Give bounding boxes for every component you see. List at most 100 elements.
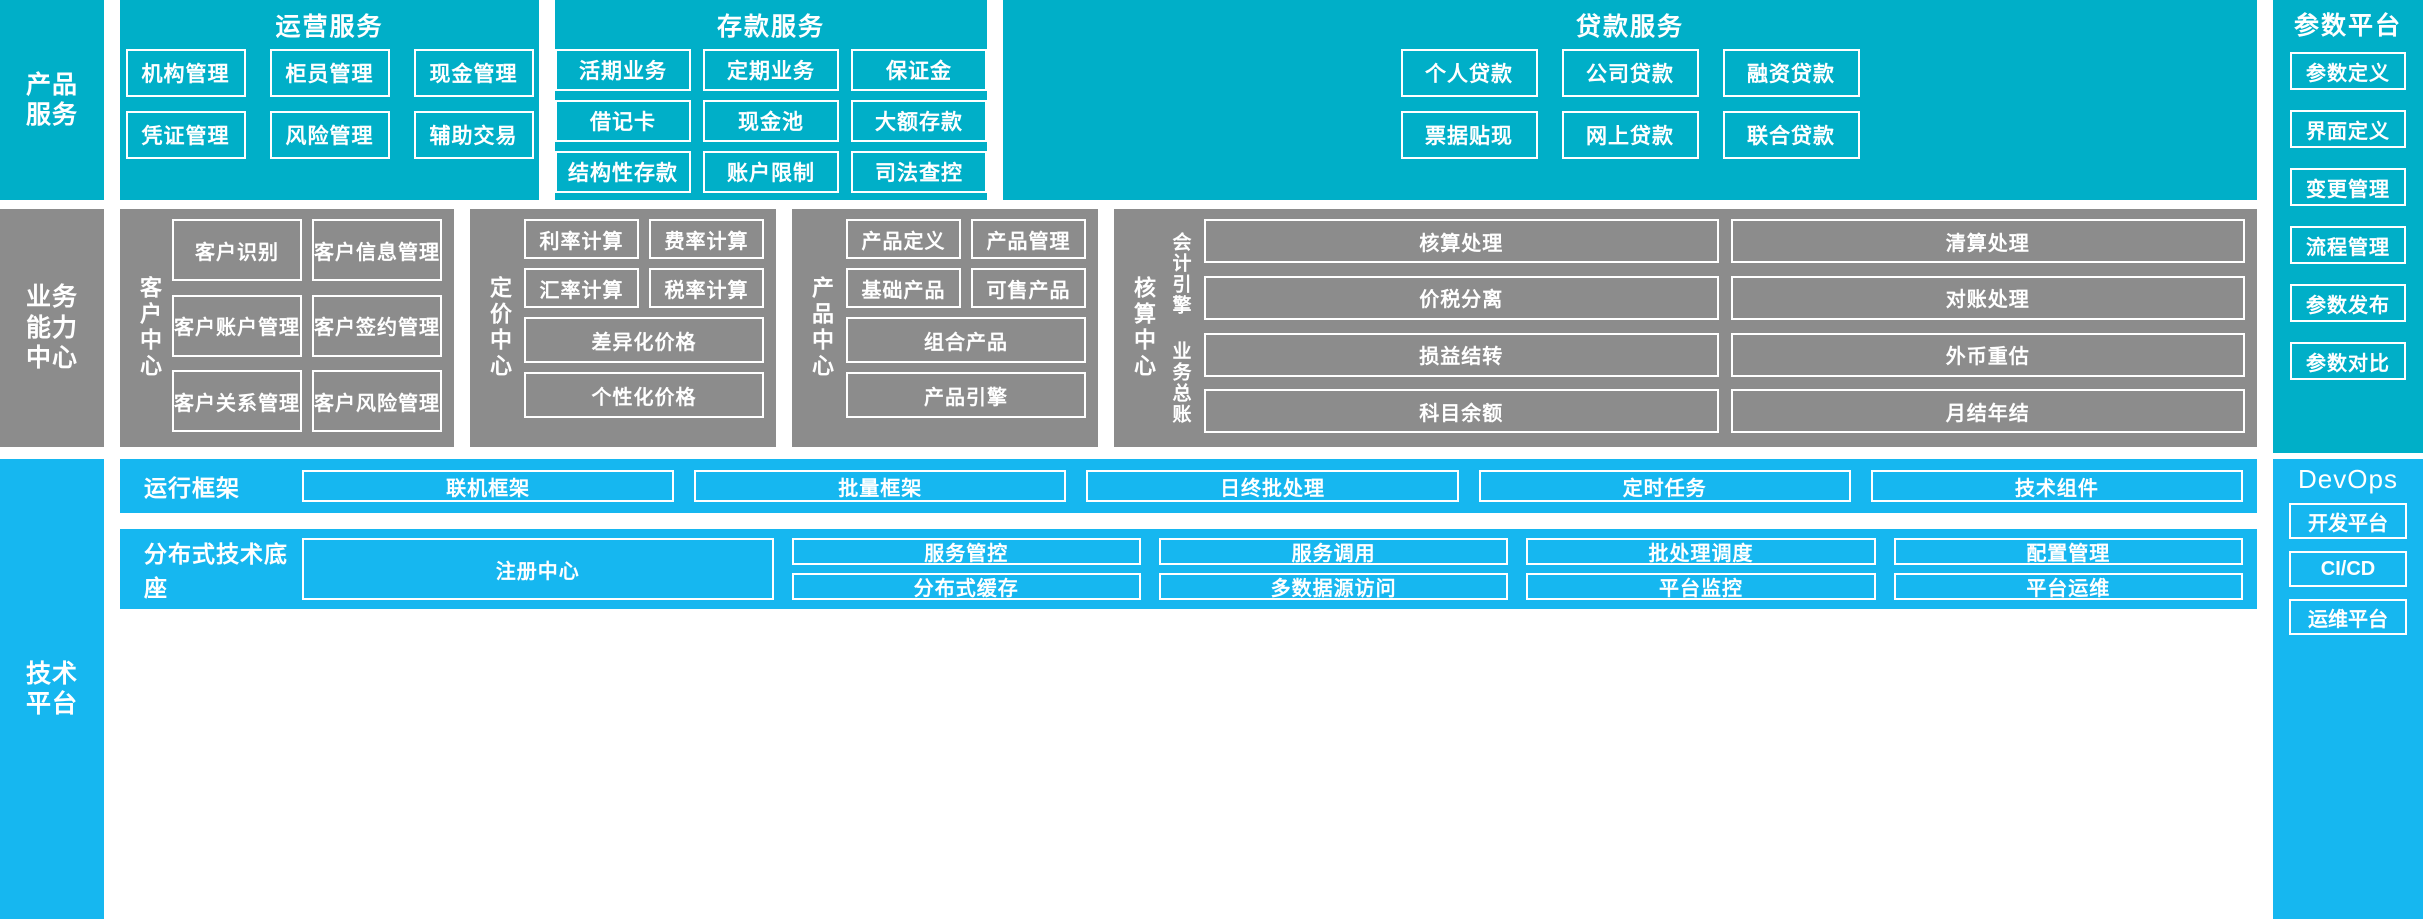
service-cell[interactable]: 联合贷款	[1722, 111, 1860, 159]
capability-cell[interactable]: 客户关系管理	[172, 370, 302, 433]
parameter-cell[interactable]: 界面定义	[2290, 110, 2406, 148]
capability-cell[interactable]: 产品引擎	[846, 372, 1086, 418]
service-cell[interactable]: 融资贷款	[1722, 49, 1860, 97]
foundation-column: 服务管控 分布式缓存	[791, 538, 1141, 600]
center-product: 产品中心 产品定义 产品管理 基础产品 可售产品 组合产品 产品引擎	[792, 209, 1098, 447]
accounting-engine-label: 会计引擎	[1169, 231, 1191, 316]
operations-services-title: 运营服务	[275, 13, 384, 41]
parameter-cell[interactable]: 流程管理	[2290, 226, 2406, 264]
devops-title: DevOps	[2298, 464, 2398, 494]
tech-cell[interactable]: 技术组件	[1870, 470, 2243, 502]
service-cell[interactable]: 机构管理	[125, 49, 246, 97]
capability-cell[interactable]: 外币重估	[1730, 332, 2245, 377]
product-service-rail-label: 产品 服务	[0, 0, 104, 200]
devops-cell[interactable]: 运维平台	[2289, 599, 2407, 635]
panel-runtime-framework: 运行框架 联机框架 批量框架 日终批处理 定时任务 技术组件	[120, 459, 2257, 513]
service-cell[interactable]: 柜员管理	[269, 49, 390, 97]
center-pricing: 定价中心 利率计算 费率计算 汇率计算 税率计算 差异化价格 个性化价格	[470, 209, 776, 447]
capability-cell[interactable]: 利率计算	[524, 219, 639, 259]
pricing-center-stack: 利率计算 费率计算 汇率计算 税率计算 差异化价格 个性化价格	[524, 219, 764, 437]
service-cell[interactable]: 凭证管理	[125, 111, 246, 159]
capability-cell[interactable]: 产品定义	[846, 219, 961, 259]
panel-distributed-foundation: 分布式技术底座 注册中心 服务管控 分布式缓存 服务调用 多数据源访问 批处理调…	[120, 529, 2257, 609]
service-cell[interactable]: 大额存款	[851, 100, 987, 142]
service-cell[interactable]: 公司贷款	[1561, 49, 1699, 97]
service-cell[interactable]: 活期业务	[555, 49, 691, 91]
customer-center-label: 客户中心	[137, 276, 162, 380]
pricing-row-top: 利率计算 费率计算	[524, 219, 764, 259]
capability-cell[interactable]: 客户账户管理	[172, 294, 302, 357]
service-cell[interactable]: 辅助交易	[413, 111, 534, 159]
center-accounting: 核算中心 会计引擎 业务总账 核算处理 清算处理 价税分离 对账处理 损益结转 …	[1114, 209, 2257, 447]
tech-cell[interactable]: 服务调用	[1158, 538, 1509, 565]
service-cell[interactable]: 定期业务	[703, 49, 839, 91]
capability-cell[interactable]: 价税分离	[1204, 275, 1719, 320]
parameter-cell[interactable]: 参数对比	[2290, 342, 2406, 380]
service-cell[interactable]: 现金池	[703, 100, 839, 142]
capability-cell[interactable]: 差异化价格	[524, 317, 764, 363]
service-cell[interactable]: 借记卡	[555, 100, 691, 142]
parameter-platform-title: 参数平台	[2293, 12, 2402, 40]
service-cell[interactable]: 结构性存款	[555, 151, 691, 193]
tech-cell[interactable]: 批处理调度	[1526, 538, 1876, 565]
capability-cell[interactable]: 清算处理	[1730, 219, 2245, 263]
business-capability-layer: 业务 能力 中心 客户中心 客户识别 客户信息管理 客户账户管理 客户签约管理 …	[0, 209, 2257, 447]
capability-cell[interactable]: 核算处理	[1204, 219, 1719, 263]
parameter-cell[interactable]: 参数发布	[2290, 284, 2406, 322]
parameter-cell[interactable]: 参数定义	[2290, 52, 2406, 90]
capability-cell[interactable]: 科目余额	[1204, 389, 1719, 434]
capability-cell[interactable]: 损益结转	[1204, 332, 1719, 377]
tech-cell[interactable]: 批量框架	[694, 470, 1067, 502]
product-row-top: 产品定义 产品管理	[846, 219, 1086, 259]
parameter-cell[interactable]: 变更管理	[2290, 168, 2406, 206]
service-cell[interactable]: 账户限制	[703, 151, 839, 193]
service-cell[interactable]: 保证金	[851, 49, 987, 91]
capability-cell[interactable]: 费率计算	[649, 219, 764, 259]
panel-operations-services: 运营服务 机构管理 柜员管理 现金管理 凭证管理 风险管理 辅助交易	[120, 0, 539, 200]
tech-cell[interactable]: 分布式缓存	[791, 573, 1141, 600]
operations-services-grid: 机构管理 柜员管理 现金管理 凭证管理 风险管理 辅助交易	[125, 49, 534, 159]
technical-platform-rail-text: 技术 平台	[25, 659, 78, 719]
center-customer: 客户中心 客户识别 客户信息管理 客户账户管理 客户签约管理 客户关系管理 客户…	[120, 209, 454, 447]
capability-cell[interactable]: 可售产品	[971, 268, 1086, 308]
deposit-services-grid: 活期业务 定期业务 保证金 借记卡 现金池 大额存款 结构性存款 账户限制 司法…	[555, 49, 987, 193]
capability-cell[interactable]: 客户签约管理	[312, 294, 442, 357]
capability-cell[interactable]: 对账处理	[1730, 275, 2245, 320]
foundation-column: 批处理调度 平台监控	[1526, 538, 1876, 600]
service-cell[interactable]: 司法查控	[851, 151, 987, 193]
foundation-column: 配置管理 平台运维	[1893, 538, 2243, 600]
tech-cell[interactable]: 服务管控	[791, 538, 1141, 565]
capability-cell[interactable]: 个性化价格	[524, 372, 764, 418]
service-cell[interactable]: 现金管理	[413, 49, 534, 97]
capability-cell[interactable]: 客户风险管理	[312, 370, 442, 433]
devops-cell[interactable]: 开发平台	[2289, 503, 2407, 539]
panel-devops: DevOps 开发平台 CI/CD 运维平台	[2273, 459, 2423, 919]
tech-cell[interactable]: 平台监控	[1526, 573, 1876, 600]
product-center-label: 产品中心	[809, 276, 834, 380]
service-cell[interactable]: 风险管理	[269, 111, 390, 159]
product-center-stack: 产品定义 产品管理 基础产品 可售产品 组合产品 产品引擎	[846, 219, 1086, 437]
capability-cell[interactable]: 税率计算	[649, 268, 764, 308]
service-cell[interactable]: 票据贴现	[1400, 111, 1538, 159]
pricing-center-label: 定价中心	[487, 276, 512, 380]
capability-cell[interactable]: 客户信息管理	[312, 219, 442, 281]
tech-cell[interactable]: 配置管理	[1893, 538, 2243, 565]
capability-cell[interactable]: 基础产品	[846, 268, 961, 308]
tech-cell[interactable]: 多数据源访问	[1158, 573, 1509, 600]
tech-cell[interactable]: 定时任务	[1478, 470, 1851, 502]
capability-cell[interactable]: 产品管理	[971, 219, 1086, 259]
service-cell[interactable]: 个人贷款	[1400, 49, 1538, 97]
tech-cell[interactable]: 日终批处理	[1086, 470, 1459, 502]
product-row-mid: 基础产品 可售产品	[846, 268, 1086, 308]
customer-center-grid: 客户识别 客户信息管理 客户账户管理 客户签约管理 客户关系管理 客户风险管理	[172, 219, 442, 437]
capability-cell[interactable]: 汇率计算	[524, 268, 639, 308]
tech-cell-registry[interactable]: 注册中心	[302, 538, 774, 600]
capability-cell[interactable]: 客户识别	[172, 219, 302, 281]
capability-cell[interactable]: 月结年结	[1730, 389, 2245, 434]
service-cell[interactable]: 网上贷款	[1561, 111, 1699, 159]
tech-cell[interactable]: 联机框架	[302, 470, 675, 502]
capability-cell[interactable]: 组合产品	[846, 317, 1086, 363]
tech-cell[interactable]: 平台运维	[1893, 573, 2243, 600]
devops-cell[interactable]: CI/CD	[2289, 551, 2407, 587]
accounting-center-inner: 会计引擎 业务总账 核算处理 清算处理 价税分离 对账处理 损益结转 外币重估 …	[1164, 219, 2245, 437]
